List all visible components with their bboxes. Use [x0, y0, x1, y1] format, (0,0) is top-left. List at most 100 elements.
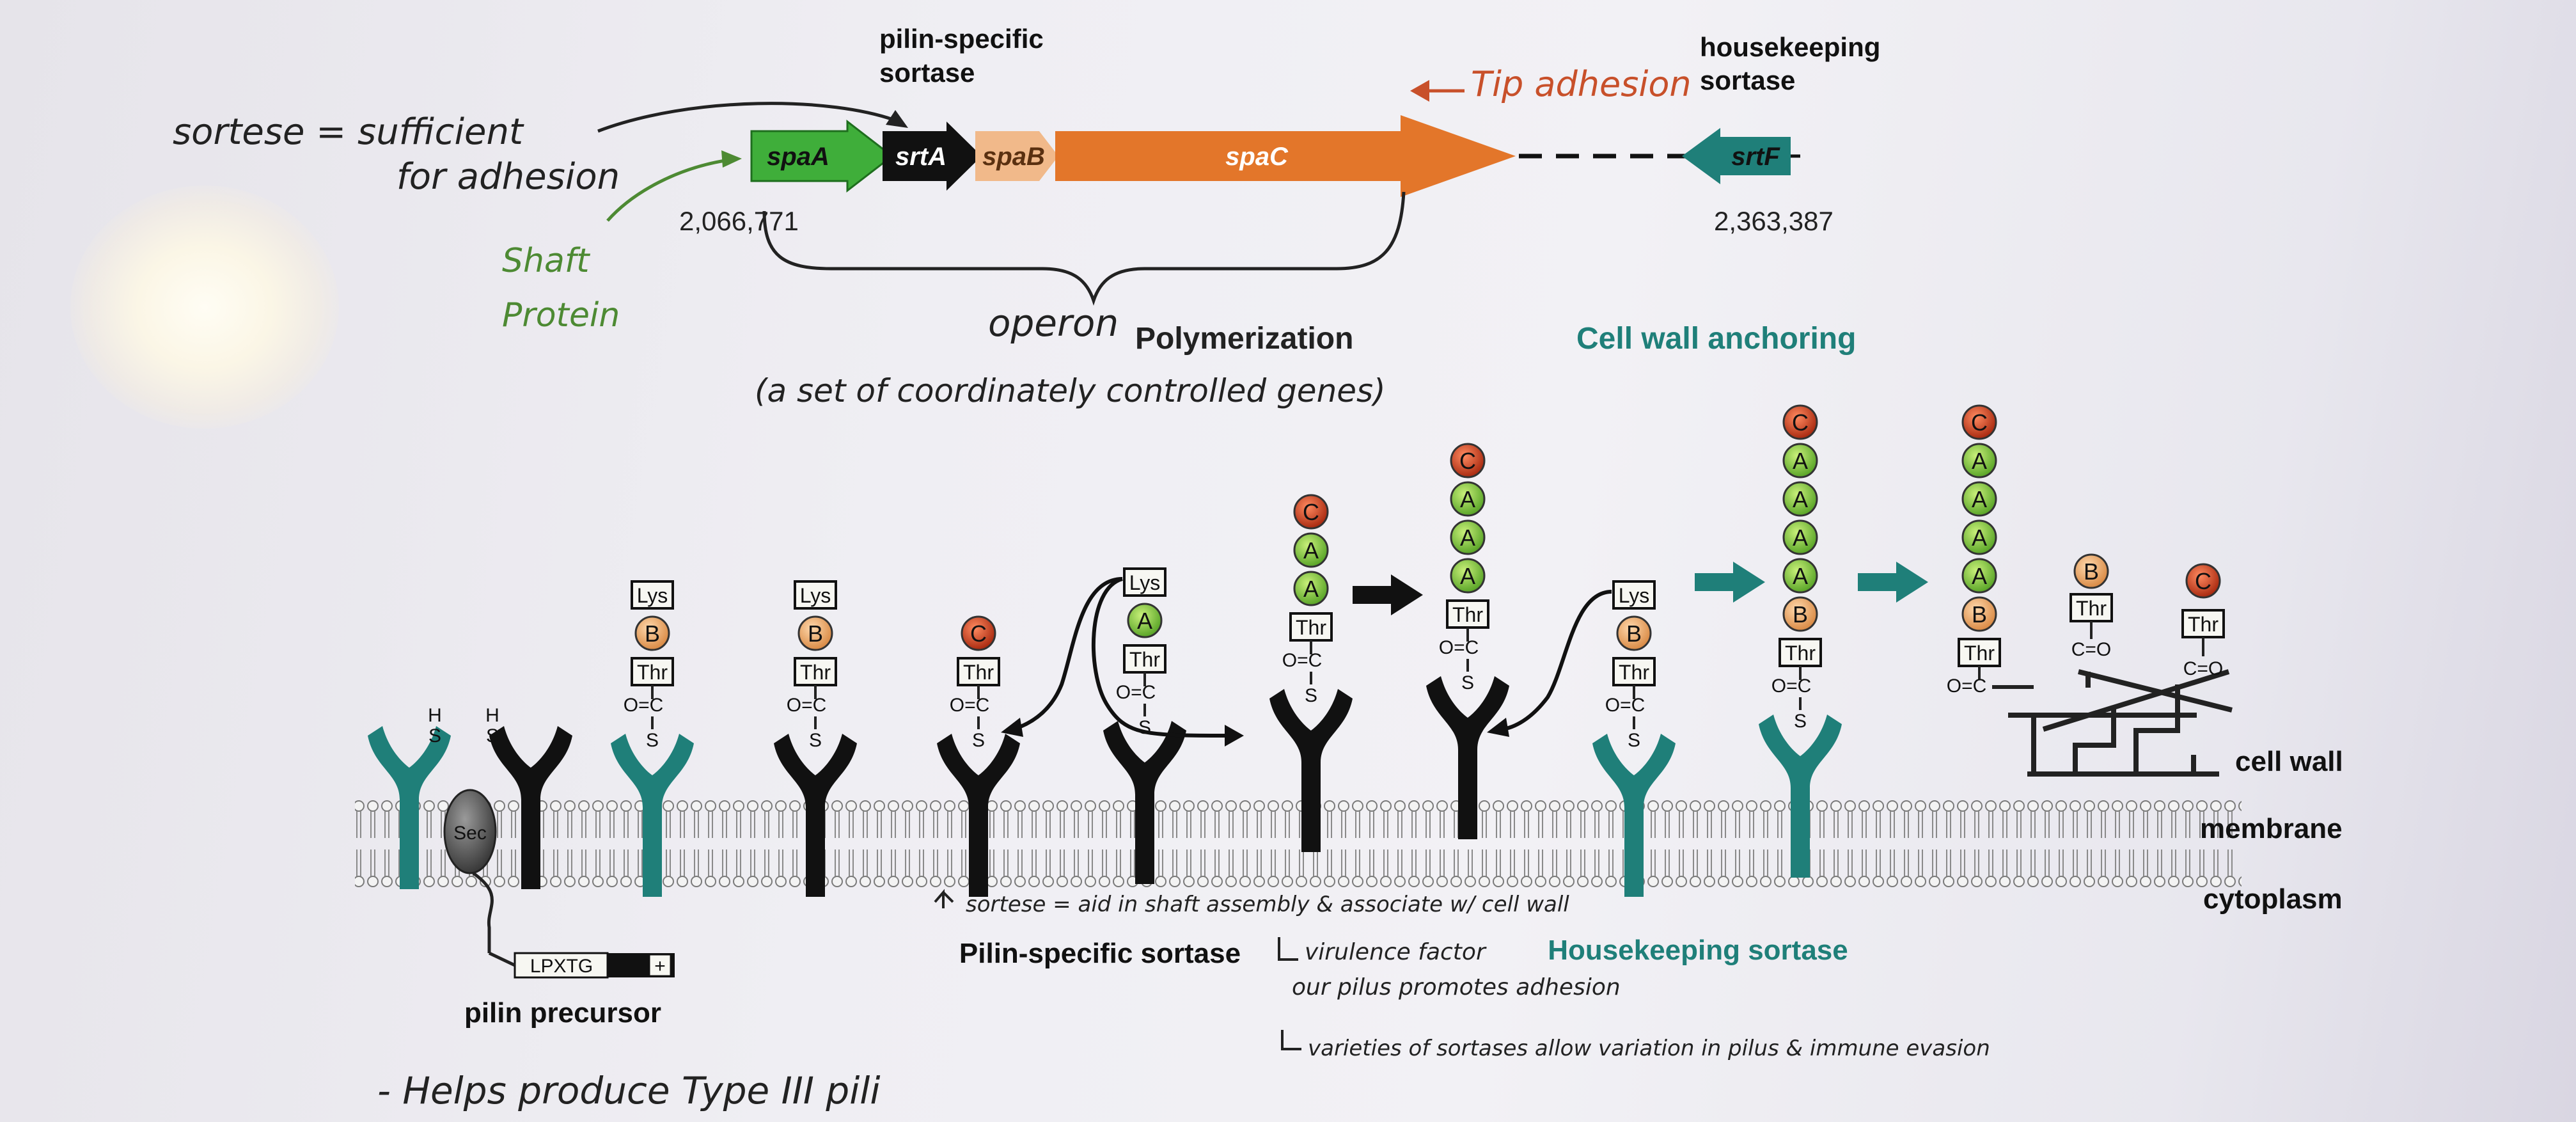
unit-caaa-black-sortase [1426, 676, 1509, 839]
unit-a-black-carbonyl: O=C [1116, 682, 1156, 703]
unit-b-teal-2-carbonyl: O=C [1605, 695, 1645, 716]
housekeeping-sortase-label-1: housekeeping [1700, 32, 1880, 62]
unit-caa-black-A2-letter: A [1303, 576, 1319, 602]
gene-srtF [1682, 128, 1791, 184]
anchored-pilus-C0-letter: C [1971, 409, 1988, 436]
anchored-pilus-A1 [1961, 443, 1997, 478]
unit-caa-black-thr-box [1289, 612, 1333, 642]
unit-a-black-sulfur: S [1138, 717, 1151, 738]
unit-caa-black-carbonyl: O=C [1282, 650, 1323, 671]
gene-spaA-label: spaA [767, 143, 829, 171]
hw-operon-definition: (a set of coordinately controlled genes) [755, 372, 1386, 409]
heading-polymerization: Polymerization [1135, 322, 1353, 356]
unit-b-teal-B1 [634, 615, 670, 651]
unit-full-teal-thr-text: Thr [1785, 642, 1816, 665]
thiol-s-1: S [428, 725, 441, 747]
unit-b-teal-B1-letter: B [645, 620, 660, 647]
hw-note-4-hook [1281, 1030, 1301, 1050]
unit-b-teal-2-lys-text: Lys [1619, 584, 1650, 607]
hw-note-2-hook [1278, 937, 1298, 961]
anchored-pilus-A2 [1961, 481, 1997, 517]
cell-wall-network [2008, 669, 2233, 777]
unit-full-teal-A4-letter: A [1793, 563, 1808, 589]
sortase-pilin-precursor [489, 726, 572, 889]
gene-spaB [975, 131, 1058, 181]
arrow-transfer-anchor [1499, 590, 1612, 731]
lpxtg-label: LPXTG [530, 956, 593, 977]
wall-c-residue-letter: C [2195, 568, 2211, 594]
unit-full-teal-C0-letter: C [1792, 409, 1809, 436]
unit-full-teal-C0 [1782, 404, 1818, 440]
arrow-transfer-left-head [1001, 718, 1023, 737]
sortase-housekeeping-precursor [368, 726, 451, 889]
unit-caaa-black-A2-letter: A [1460, 525, 1475, 551]
unit-b-teal-2-B1 [1616, 615, 1652, 651]
unit-caaa-black-thr-text: Thr [1452, 603, 1483, 626]
hw-operon: operon [988, 301, 1119, 345]
unit-caa-black-C0 [1293, 494, 1329, 530]
unit-b-teal-lys-text: Lys [637, 584, 668, 607]
arrow-anchor-2 [1858, 562, 1928, 603]
unit-b-teal-thr-text: Thr [637, 661, 668, 684]
arrow-polymerize [1353, 574, 1423, 615]
hw-note-1: sortese = aid in shaft assembly & associ… [966, 892, 1569, 917]
unit-full-teal-carbonyl: O=C [1771, 676, 1812, 697]
unit-caaa-black-C0-letter: C [1459, 448, 1476, 474]
label-membrane: membrane [2200, 813, 2343, 844]
unit-b-teal-thr-box [631, 657, 674, 686]
unit-c-black-carbonyl: O=C [950, 695, 990, 716]
unit-full-teal-A3 [1782, 519, 1818, 555]
unit-b-teal-2-sulfur: S [1628, 730, 1640, 751]
start-coordinate: 2,066,771 [679, 206, 799, 236]
hw-note-3: our pilus promotes adhesion [1292, 974, 1621, 1000]
unit-caaa-black-A1 [1450, 481, 1486, 517]
hw-arrow-to-srtA [597, 102, 899, 133]
unit-caaa-black-C0 [1450, 443, 1486, 478]
heading-cell-wall-anchoring: Cell wall anchoring [1576, 322, 1856, 356]
wall-c-thr-text: Thr [2188, 613, 2219, 636]
light-glare [70, 186, 339, 429]
unit-b-teal-lys-box [631, 580, 674, 610]
unit-b-black-lys-box [794, 580, 837, 610]
unit-a-black-A1-letter: A [1137, 608, 1152, 634]
hw-note-4: varieties of sortases allow variation in… [1308, 1036, 1990, 1061]
unit-caaa-black-A2 [1450, 519, 1486, 555]
unit-full-teal-sulfur: S [1794, 711, 1807, 732]
arrow-anchor-1 [1695, 562, 1765, 603]
thiol-s-2: S [486, 725, 499, 747]
hw-note-1-caret [934, 889, 954, 908]
unit-full-teal-A2 [1782, 481, 1818, 517]
wall-b-carbonyl: C=O [2071, 639, 2112, 660]
pilin-specific-sortase-label-2: sortase [879, 58, 975, 88]
label-pilin-specific-sortase: Pilin-specific sortase [959, 938, 1241, 969]
unit-caa-black-thr-text: Thr [1296, 616, 1326, 639]
hw-note-5: - Helps produce Type III pili [377, 1069, 881, 1112]
gene-srtA [883, 122, 982, 191]
wall-c-residue [2185, 563, 2221, 599]
unit-b-black-B1-letter: B [808, 620, 823, 647]
unit-caa-black-A2 [1293, 571, 1329, 606]
unit-b-teal-sulfur: S [646, 730, 659, 751]
unit-caa-black-A1 [1293, 532, 1329, 568]
unit-b-teal-2-lys-box [1612, 580, 1656, 610]
unit-caa-black-sulfur: S [1305, 685, 1317, 706]
positive-charge: + [654, 956, 666, 977]
wall-b-residue-letter: B [2084, 558, 2099, 585]
unit-c-black-sulfur: S [972, 730, 985, 751]
unit-caa-black-sortase [1269, 689, 1353, 852]
end-coordinate: 2,363,387 [1714, 206, 1834, 236]
arrow-transfer-right-head [1225, 725, 1244, 747]
anchored-pilus-A4-letter: A [1972, 563, 1987, 589]
arrow-transfer-left [1013, 577, 1123, 731]
unit-full-teal-A1 [1782, 443, 1818, 478]
anchored-pilus-A1-letter: A [1972, 448, 1987, 474]
hw-sortase-sufficient: sortese = sufficient [173, 111, 524, 153]
unit-a-black-A1 [1127, 603, 1163, 638]
gene-srtA-label: srtA [895, 143, 946, 171]
unit-caaa-black-sulfur: S [1461, 672, 1474, 693]
unit-full-teal-B5-letter: B [1793, 601, 1808, 628]
unit-c-black-C0 [961, 615, 996, 651]
unit-b-black-carbonyl: O=C [787, 695, 827, 716]
sec-translocon [443, 789, 497, 874]
